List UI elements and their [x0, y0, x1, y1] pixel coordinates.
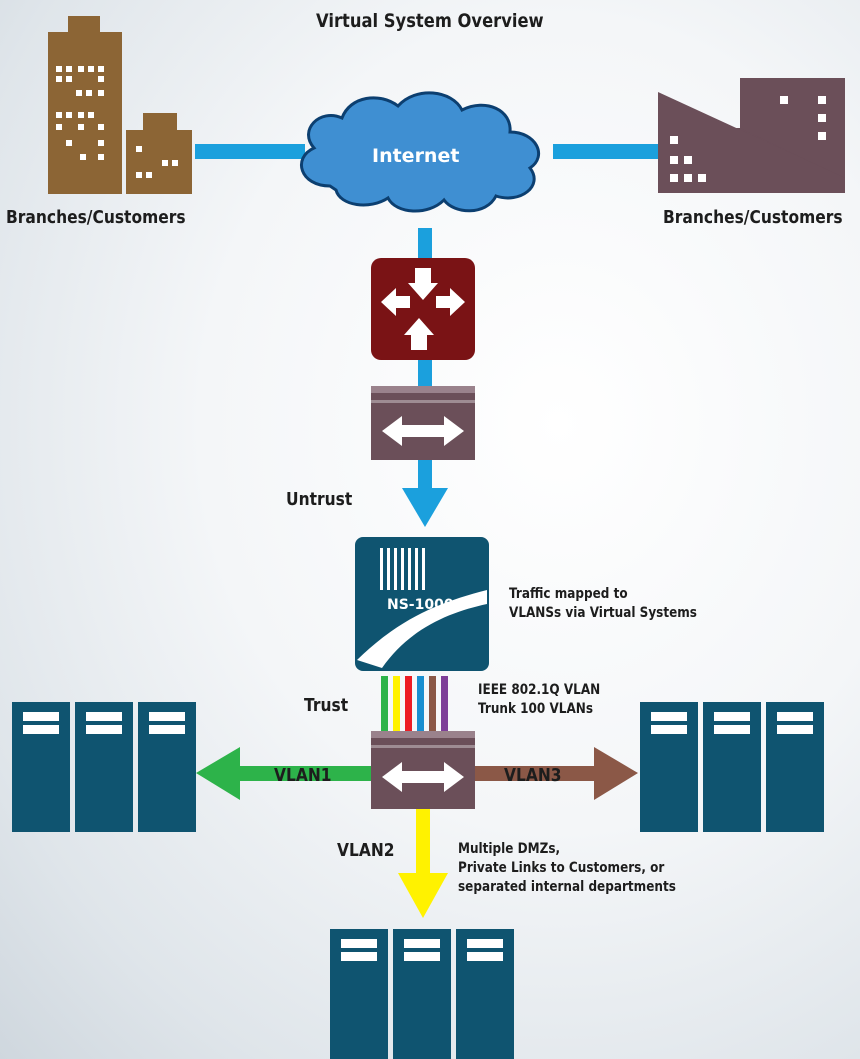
internet-links	[195, 144, 658, 527]
internet-label: Internet	[372, 145, 460, 167]
firewall-model-label: NS-1000	[387, 597, 454, 613]
diagram-title: Virtual System Overview	[316, 10, 544, 32]
cloud-icon	[299, 91, 541, 213]
vlan2-arrow	[398, 806, 448, 918]
vlan3-label: VLAN3	[504, 765, 562, 786]
server-rack-icon	[12, 702, 196, 832]
building-icon	[48, 16, 192, 194]
traffic-note-line: Traffic mapped to	[509, 586, 628, 602]
server-rack-icon	[640, 702, 824, 832]
vlan1-arrow	[196, 747, 373, 800]
switch-icon	[371, 386, 475, 460]
vlan-trunk-stripes	[381, 676, 448, 732]
trunk-note-line: IEEE 802.1Q VLAN	[478, 682, 601, 698]
switch-icon	[371, 731, 475, 809]
traffic-note-line: VLANSs via Virtual Systems	[509, 605, 697, 621]
dmz-note-line: Multiple DMZs,	[458, 841, 561, 857]
trunk-note-line: Trunk 100 VLANs	[478, 701, 594, 717]
trunk-note: IEEE 802.1Q VLAN Trunk 100 VLANs	[478, 681, 600, 719]
untrust-label: Untrust	[286, 489, 353, 510]
dmz-note-line: Private Links to Customers, or	[458, 860, 665, 876]
dmz-note: Multiple DMZs, Private Links to Customer…	[458, 840, 676, 897]
server-rack-icon	[330, 929, 514, 1059]
dmz-note-line: separated internal departments	[458, 879, 676, 895]
traffic-note: Traffic mapped to VLANSs via Virtual Sys…	[509, 585, 697, 623]
vlan1-label: VLAN1	[274, 765, 332, 786]
vlan3-arrow	[474, 747, 638, 800]
vlan2-label: VLAN2	[337, 840, 395, 861]
router-icon	[371, 258, 475, 360]
branches-right-label: Branches/Customers	[663, 207, 843, 228]
branches-left-label: Branches/Customers	[6, 207, 186, 228]
firewall-icon	[355, 537, 489, 671]
building-icon	[658, 78, 845, 193]
trust-label: Trust	[304, 695, 349, 716]
